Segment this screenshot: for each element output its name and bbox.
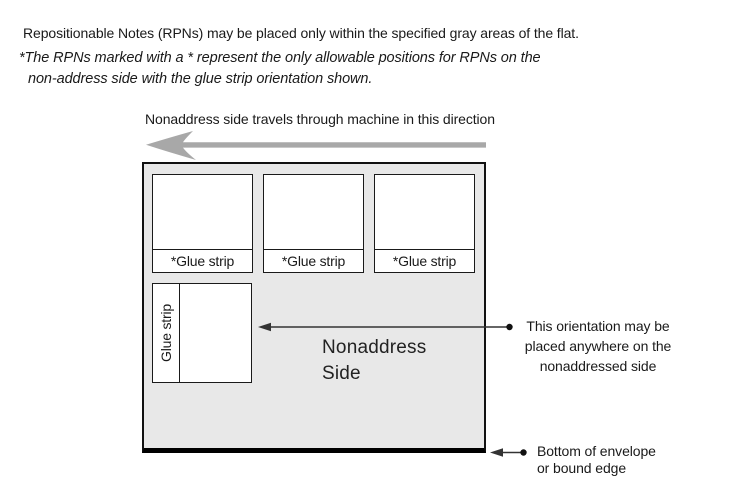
rpn-note-area <box>264 175 363 249</box>
nonaddress-side-label: Nonaddress Side <box>322 335 426 387</box>
orientation-annotation-line3: nonaddressed side <box>539 358 657 374</box>
orientation-annotation-line1: This orientation may be <box>526 318 670 334</box>
bottom-edge-annotation-line1: Bottom of envelope <box>537 443 656 459</box>
arrow-left-icon <box>146 131 486 160</box>
nonaddress-side-line1: Nonaddress <box>322 337 427 358</box>
glue-strip-vertical-label: Glue strip <box>153 284 180 382</box>
orientation-annotation: This orientation may be placed anywhere … <box>510 316 686 376</box>
rpn-note-area <box>153 175 252 249</box>
flat-nonaddress-panel: *Glue strip *Glue strip *Glue strip Glue… <box>142 162 486 453</box>
rpn-position-1: *Glue strip <box>152 174 253 273</box>
nonaddress-side-line2: Side <box>322 363 361 384</box>
orientation-annotation-line2: placed anywhere on the <box>524 338 672 354</box>
rpn-position-2: *Glue strip <box>263 174 364 273</box>
rpn-position-vertical: Glue strip <box>152 283 252 383</box>
bottom-edge-annotation-line2: or bound edge <box>537 460 627 476</box>
intro-note-line2: non-address side with the glue strip ori… <box>28 71 373 87</box>
machine-direction-arrow-icon <box>146 131 486 160</box>
bottom-edge-annotation: Bottom of envelope or bound edge <box>537 443 656 477</box>
rpn-position-3: *Glue strip <box>374 174 475 273</box>
intro-note-line1: *The RPNs marked with a * represent the … <box>19 50 541 66</box>
glue-strip-label: *Glue strip <box>153 249 252 272</box>
glue-strip-label: *Glue strip <box>264 249 363 272</box>
bottom-edge-pointer-arrow-icon <box>490 448 527 457</box>
glue-strip-label: *Glue strip <box>375 249 474 272</box>
intro-text: Repositionable Notes (RPNs) may be place… <box>23 25 579 41</box>
glue-strip-vertical-text: Glue strip <box>158 304 175 362</box>
rpn-note-area <box>375 175 474 249</box>
machine-direction-label: Nonaddress side travels through machine … <box>145 111 495 127</box>
